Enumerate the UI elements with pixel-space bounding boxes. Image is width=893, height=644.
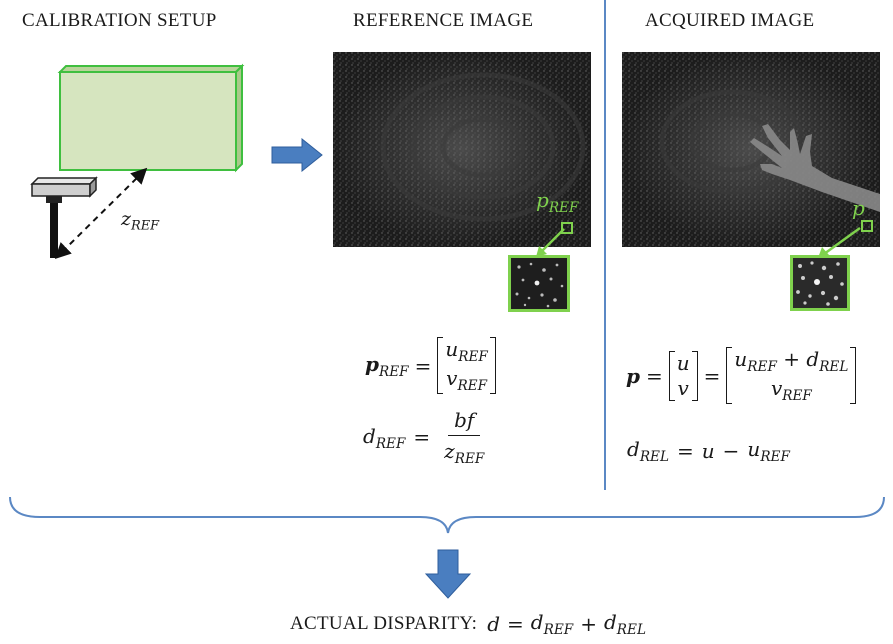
reference-speckle-image — [333, 52, 591, 247]
projection-screen — [57, 63, 245, 173]
acquired-zoom-patch — [790, 255, 850, 311]
z-ref-label: zREF — [121, 208, 160, 234]
section-divider — [604, 0, 606, 490]
acquired-patch-marker — [861, 220, 873, 232]
calibration-setup-heading: CALIBRATION SETUP — [22, 10, 217, 31]
p-ref-equation: pREF = uREF vREF — [365, 337, 496, 395]
acquired-image-heading: ACQUIRED IMAGE — [645, 10, 815, 31]
reference-zoom-patch — [508, 255, 570, 312]
distance-arrow — [54, 167, 148, 260]
calibration-setup-drawing — [30, 63, 245, 260]
combining-brace — [9, 496, 885, 534]
reference-zoom-arrow — [536, 228, 565, 257]
actual-disparity-label: ACTUAL DISPARITY: — [290, 612, 478, 634]
reference-patch-marker — [561, 222, 573, 234]
hand-silhouette — [750, 124, 880, 212]
p-label: p — [852, 196, 865, 220]
reference-image-heading: REFERENCE IMAGE — [353, 10, 534, 31]
d-ref-equation: dREF = bf zREF — [363, 408, 485, 467]
p-equation: p = u v = uREF + dREL vREF — [626, 347, 857, 405]
depth-sensor — [30, 176, 98, 198]
p-ref-label: pREF — [536, 188, 579, 216]
down-arrow — [424, 549, 472, 599]
sensor-stand — [46, 196, 62, 258]
acquired-speckle-image — [622, 52, 880, 247]
actual-disparity-equation: ACTUAL DISPARITY: d = dREF + dREL — [290, 610, 646, 638]
right-arrow — [271, 138, 323, 172]
d-rel-equation: dREL = u − uREF — [627, 437, 790, 465]
